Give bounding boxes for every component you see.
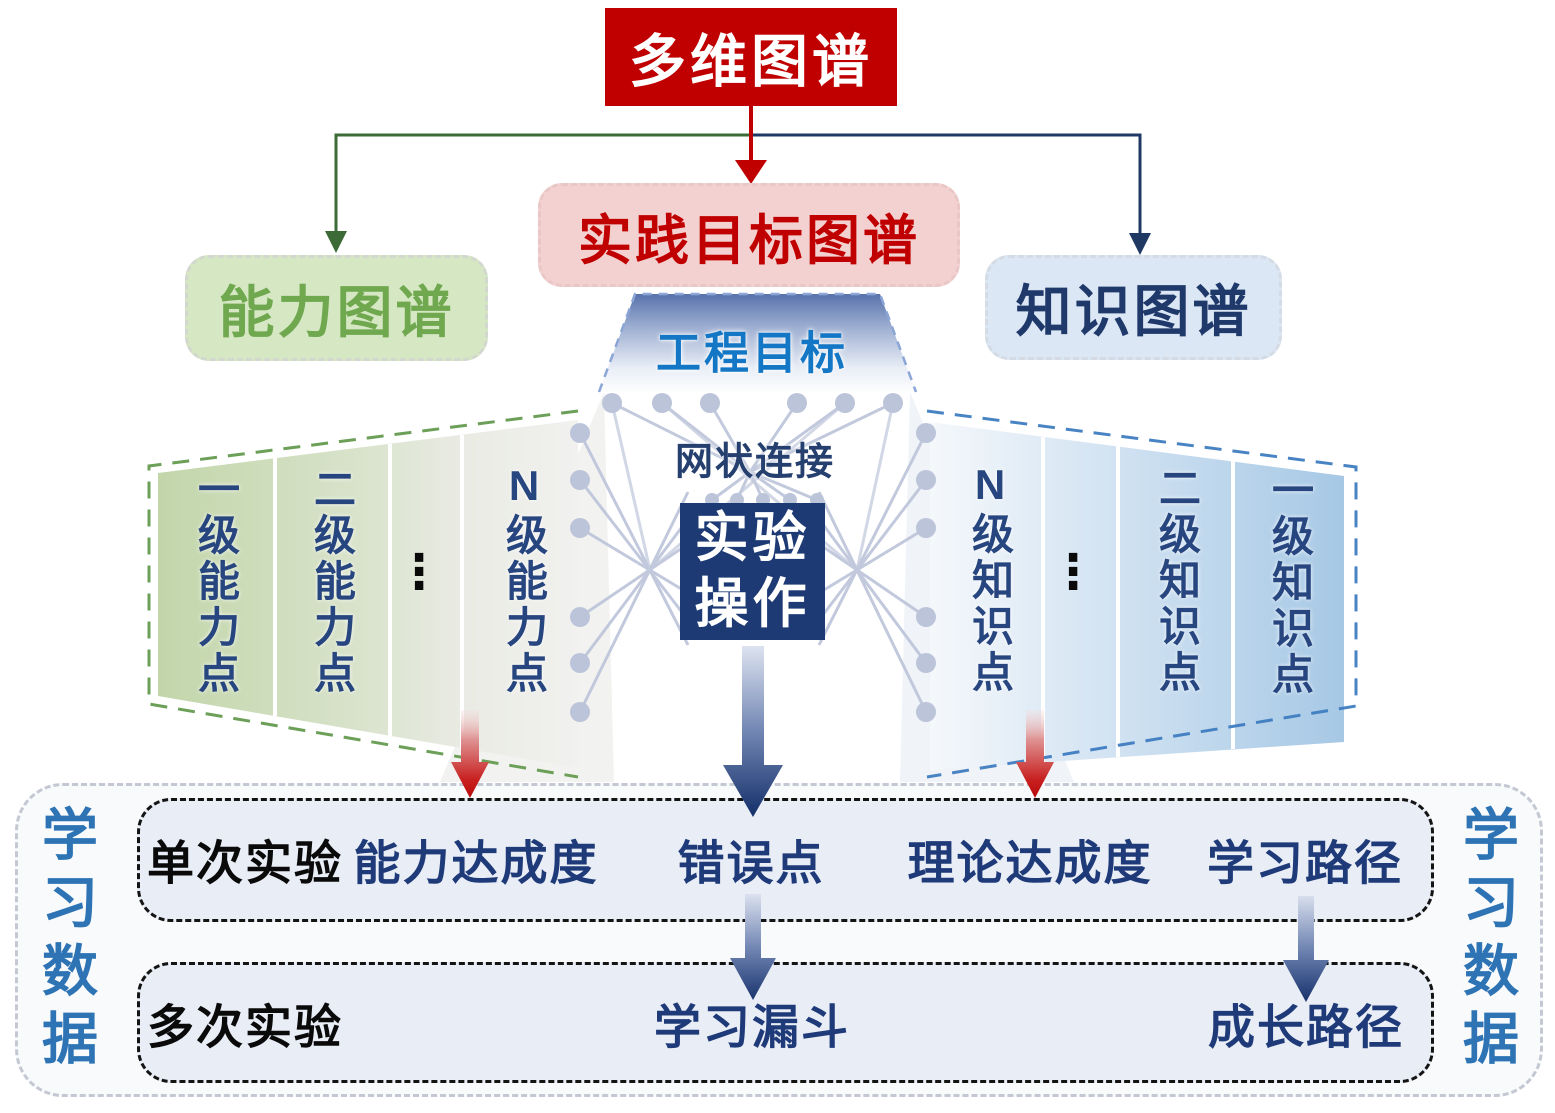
arrowhead-knowledge (1129, 233, 1151, 255)
learning-data-label-left: 学习数据 (34, 805, 98, 1077)
capability-ellipsis: ⋮ (395, 546, 443, 599)
knowledge-map-node: 知识图谱 (985, 255, 1282, 360)
learning-data-label-right: 学习数据 (1455, 805, 1519, 1077)
engineering-goal-outline (597, 292, 918, 393)
capability-level2-column: 二级能力点 (308, 467, 356, 697)
multi-experiment-row (137, 962, 1434, 1083)
arrowhead-capability (325, 231, 347, 253)
capability-levelN-column: N级能力点 (500, 461, 548, 697)
network-mesh (578, 401, 928, 713)
single-experiment-label: 单次实验 (147, 836, 343, 890)
arrowhead-practice (735, 160, 767, 184)
experiment-operation-line2: 操作 (694, 573, 811, 634)
capability-map-node: 能力图谱 (185, 255, 488, 361)
experiment-operation-node: 实验 操作 (680, 503, 825, 640)
multidimensional-map-label: 多维图谱 (629, 30, 873, 94)
practice-goal-map-label: 实践目标图谱 (578, 210, 920, 271)
connector-capability (334, 133, 751, 233)
connector-lines (325, 106, 1151, 255)
ability-achievement-item: 能力达成度 (353, 836, 599, 890)
capability-map-label: 能力图谱 (218, 280, 455, 344)
practice-goal-map-node: 实践目标图谱 (538, 183, 960, 287)
growth-path-item: 成长路径 (1208, 1000, 1404, 1054)
knowledge-map-label: 知识图谱 (1015, 280, 1252, 343)
multi-experiment-label: 多次实验 (147, 1000, 343, 1054)
capability-panel-shape (147, 409, 579, 779)
learning-path-item: 学习路径 (1207, 836, 1403, 890)
connector-knowledge (751, 133, 1142, 235)
network-dots (570, 393, 936, 722)
knowledge-level2-column: 二级知识点 (1153, 466, 1201, 696)
single-experiment-row (137, 798, 1434, 922)
engineering-goal-label: 工程目标 (655, 327, 849, 379)
engineering-goal-trapezoid (599, 294, 916, 392)
mesh-connection-label: 网状连接 (674, 441, 836, 484)
error-point-item: 错误点 (677, 836, 825, 890)
knowledge-panel-shape (926, 409, 1358, 779)
learning-funnel-item: 学习漏斗 (654, 1000, 850, 1054)
knowledge-level1-column: 一级知识点 (1266, 468, 1314, 698)
theory-achievement-item: 理论达成度 (907, 836, 1153, 890)
knowledge-ellipsis: ⋮ (1049, 546, 1097, 599)
multidimensional-map-title: 多维图谱 (605, 8, 897, 106)
experiment-operation-line1: 实验 (694, 507, 811, 568)
knowledge-levelN-column: N级知识点 (966, 460, 1014, 696)
capability-level1-column: 一级能力点 (192, 467, 240, 697)
